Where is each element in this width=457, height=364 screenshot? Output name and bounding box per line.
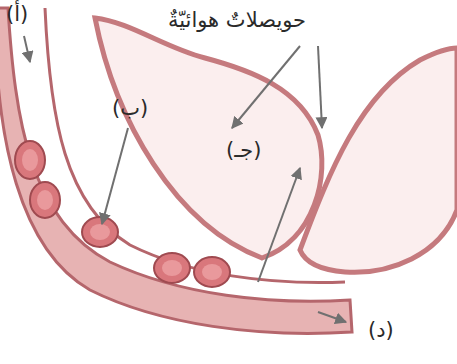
alveolus (95, 18, 322, 258)
leader-lines (24, 36, 346, 322)
callout-letter: (ب) (112, 96, 148, 120)
red-blood-cells (15, 141, 230, 287)
callout-letter: (جـ) (226, 138, 262, 162)
alveolus (300, 48, 457, 272)
cell-centers (22, 149, 222, 280)
callout-letter: (د) (368, 318, 394, 342)
structure-label: حويصلاتٌ هوائيّةٌ (168, 8, 306, 32)
capillary (0, 8, 352, 333)
capillary-wall (45, 8, 345, 283)
callout-letter: (أ) (6, 2, 28, 26)
